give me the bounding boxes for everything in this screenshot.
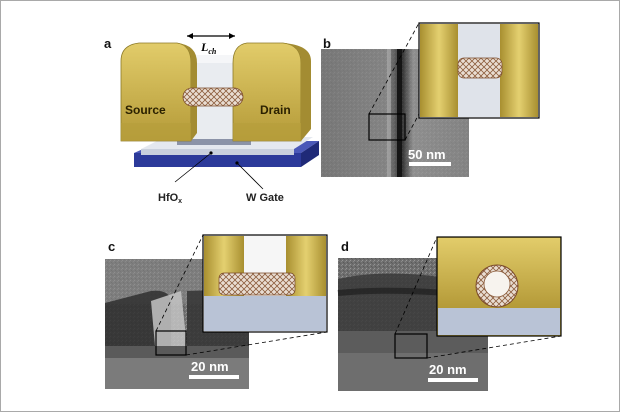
nanotube (182, 87, 244, 107)
substrate (134, 153, 301, 167)
scale-label-c: 20 nm (191, 359, 229, 374)
dielectric-pointer (174, 152, 212, 183)
panel-b-label: b (323, 36, 331, 51)
panel-a-label: a (104, 36, 112, 51)
gate-strip (177, 139, 251, 145)
inset-c-nanotube (218, 272, 296, 296)
gate-pointer (236, 162, 264, 190)
panel-c-label: c (108, 239, 115, 254)
dielectric-layer (141, 149, 294, 155)
source-label: Source (125, 103, 166, 117)
panel-c: c 20 nm (105, 234, 328, 389)
lch-label: Lch (200, 40, 217, 56)
panel-a: a Lch Source Drain (104, 33, 319, 205)
zoom-box-c (155, 330, 187, 356)
inset-b-nanotube (457, 57, 503, 79)
panel-d-label: d (341, 239, 349, 254)
scale-label-b: 50 nm (408, 147, 446, 162)
dielectric-label: HfOx (158, 192, 182, 205)
gate-label: W Gate (246, 192, 284, 204)
scale-bar-b (409, 162, 451, 166)
panel-d: d 20 nm (337, 236, 562, 391)
zoom-box-b (368, 113, 406, 141)
scale-bar-d (428, 378, 478, 382)
panel-b: b 50 nm (321, 22, 540, 177)
scale-label-d: 20 nm (429, 362, 467, 377)
zoom-box-d (394, 333, 428, 359)
scale-bar-c (189, 375, 239, 379)
drain-label: Drain (260, 103, 291, 117)
